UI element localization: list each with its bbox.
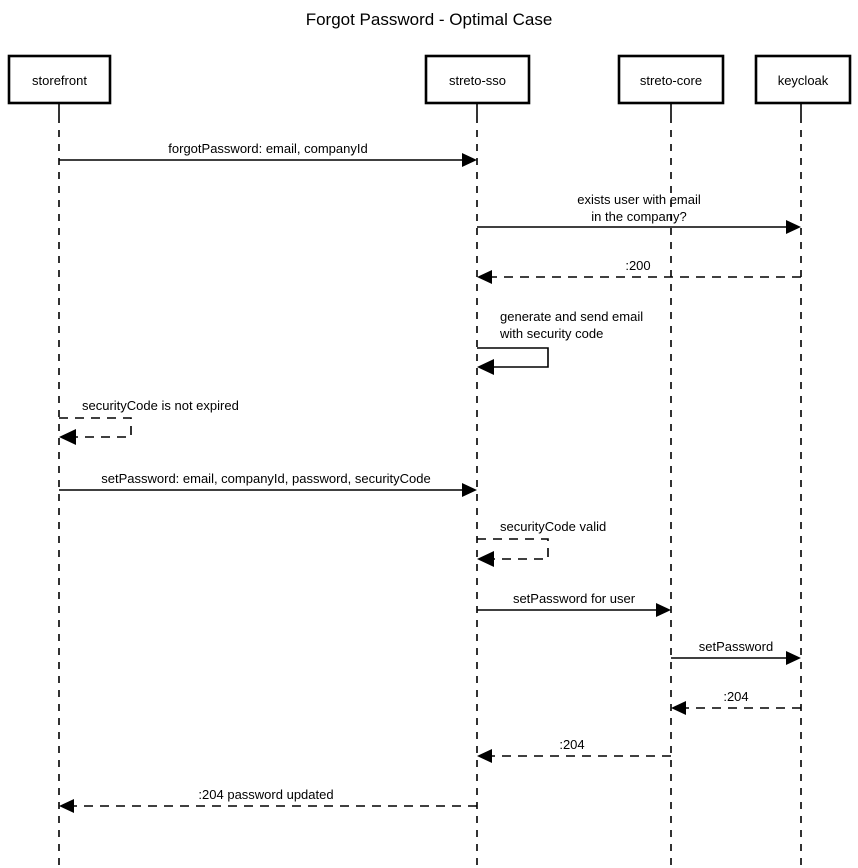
message-label-security-code-not-expired: securityCode is not expired — [82, 398, 239, 413]
message-label-set-password-for-user: setPassword for user — [513, 591, 636, 606]
message-forgot-password[interactable]: forgotPassword: email, companyId — [59, 141, 477, 167]
arrowhead-right-icon — [462, 483, 477, 497]
arrowhead-left-icon — [477, 749, 492, 763]
message-label-set-password-request: setPassword: email, companyId, password,… — [101, 471, 430, 486]
arrowhead-left-icon — [59, 429, 76, 445]
arrowhead-left-icon — [477, 551, 494, 567]
message-label-generate-send-email-line1: generate and send email — [500, 309, 643, 324]
message-label-security-code-valid: securityCode valid — [500, 519, 606, 534]
participant-streto-sso[interactable]: streto-sso — [424, 54, 531, 105]
message-set-password-request[interactable]: setPassword: email, companyId, password,… — [59, 471, 477, 497]
message-label-generate-send-email-line2: with security code — [499, 326, 603, 341]
message-label-response-204-keycloak: :204 — [723, 689, 748, 704]
participant-label-streto-sso: streto-sso — [449, 73, 506, 88]
message-label-set-password-keycloak: setPassword — [699, 639, 773, 654]
message-label-response-204-password-updated: :204 password updated — [198, 787, 333, 802]
message-line-security-code-not-expired — [59, 417, 132, 438]
message-response-200[interactable]: :200 — [477, 258, 801, 284]
message-line-security-code-valid — [477, 538, 549, 560]
participant-label-storefront: storefront — [32, 73, 87, 88]
participant-storefront[interactable]: storefront — [7, 54, 112, 105]
arrowhead-right-icon — [786, 220, 801, 234]
arrowhead-left-icon — [477, 359, 494, 375]
message-security-code-not-expired[interactable]: securityCode is not expired — [59, 398, 239, 445]
arrowhead-right-icon — [786, 651, 801, 665]
participant-box-keycloak[interactable] — [754, 54, 852, 105]
message-set-password-keycloak[interactable]: setPassword — [671, 639, 801, 665]
arrowhead-right-icon — [462, 153, 477, 167]
participant-label-keycloak: keycloak — [778, 73, 829, 88]
message-generate-send-email[interactable]: generate and send email with security co… — [477, 309, 643, 375]
message-label-response-204-core: :204 — [559, 737, 584, 752]
arrowhead-right-icon — [656, 603, 671, 617]
message-label-response-200: :200 — [625, 258, 650, 273]
diagram-title: Forgot Password - Optimal Case — [306, 10, 553, 29]
participant-keycloak[interactable]: keycloak — [754, 54, 852, 105]
arrowhead-left-icon — [477, 270, 492, 284]
arrowhead-left-icon — [59, 799, 74, 813]
message-label-exists-user-line1: exists user with email — [577, 192, 701, 207]
message-label-exists-user-line2: in the company? — [591, 209, 686, 224]
message-response-204-core[interactable]: :204 — [477, 737, 671, 763]
arrowhead-left-icon — [671, 701, 686, 715]
message-set-password-for-user[interactable]: setPassword for user — [477, 591, 671, 617]
participant-label-streto-core: streto-core — [640, 73, 702, 88]
message-response-204-password-updated[interactable]: :204 password updated — [59, 787, 477, 813]
message-label-forgot-password: forgotPassword: email, companyId — [168, 141, 367, 156]
message-response-204-keycloak[interactable]: :204 — [671, 689, 801, 715]
message-exists-user[interactable]: exists user with email in the company? — [477, 192, 801, 234]
message-line-generate-send-email — [477, 347, 549, 368]
message-security-code-valid[interactable]: securityCode valid — [477, 519, 606, 567]
participant-streto-core[interactable]: streto-core — [617, 54, 725, 105]
